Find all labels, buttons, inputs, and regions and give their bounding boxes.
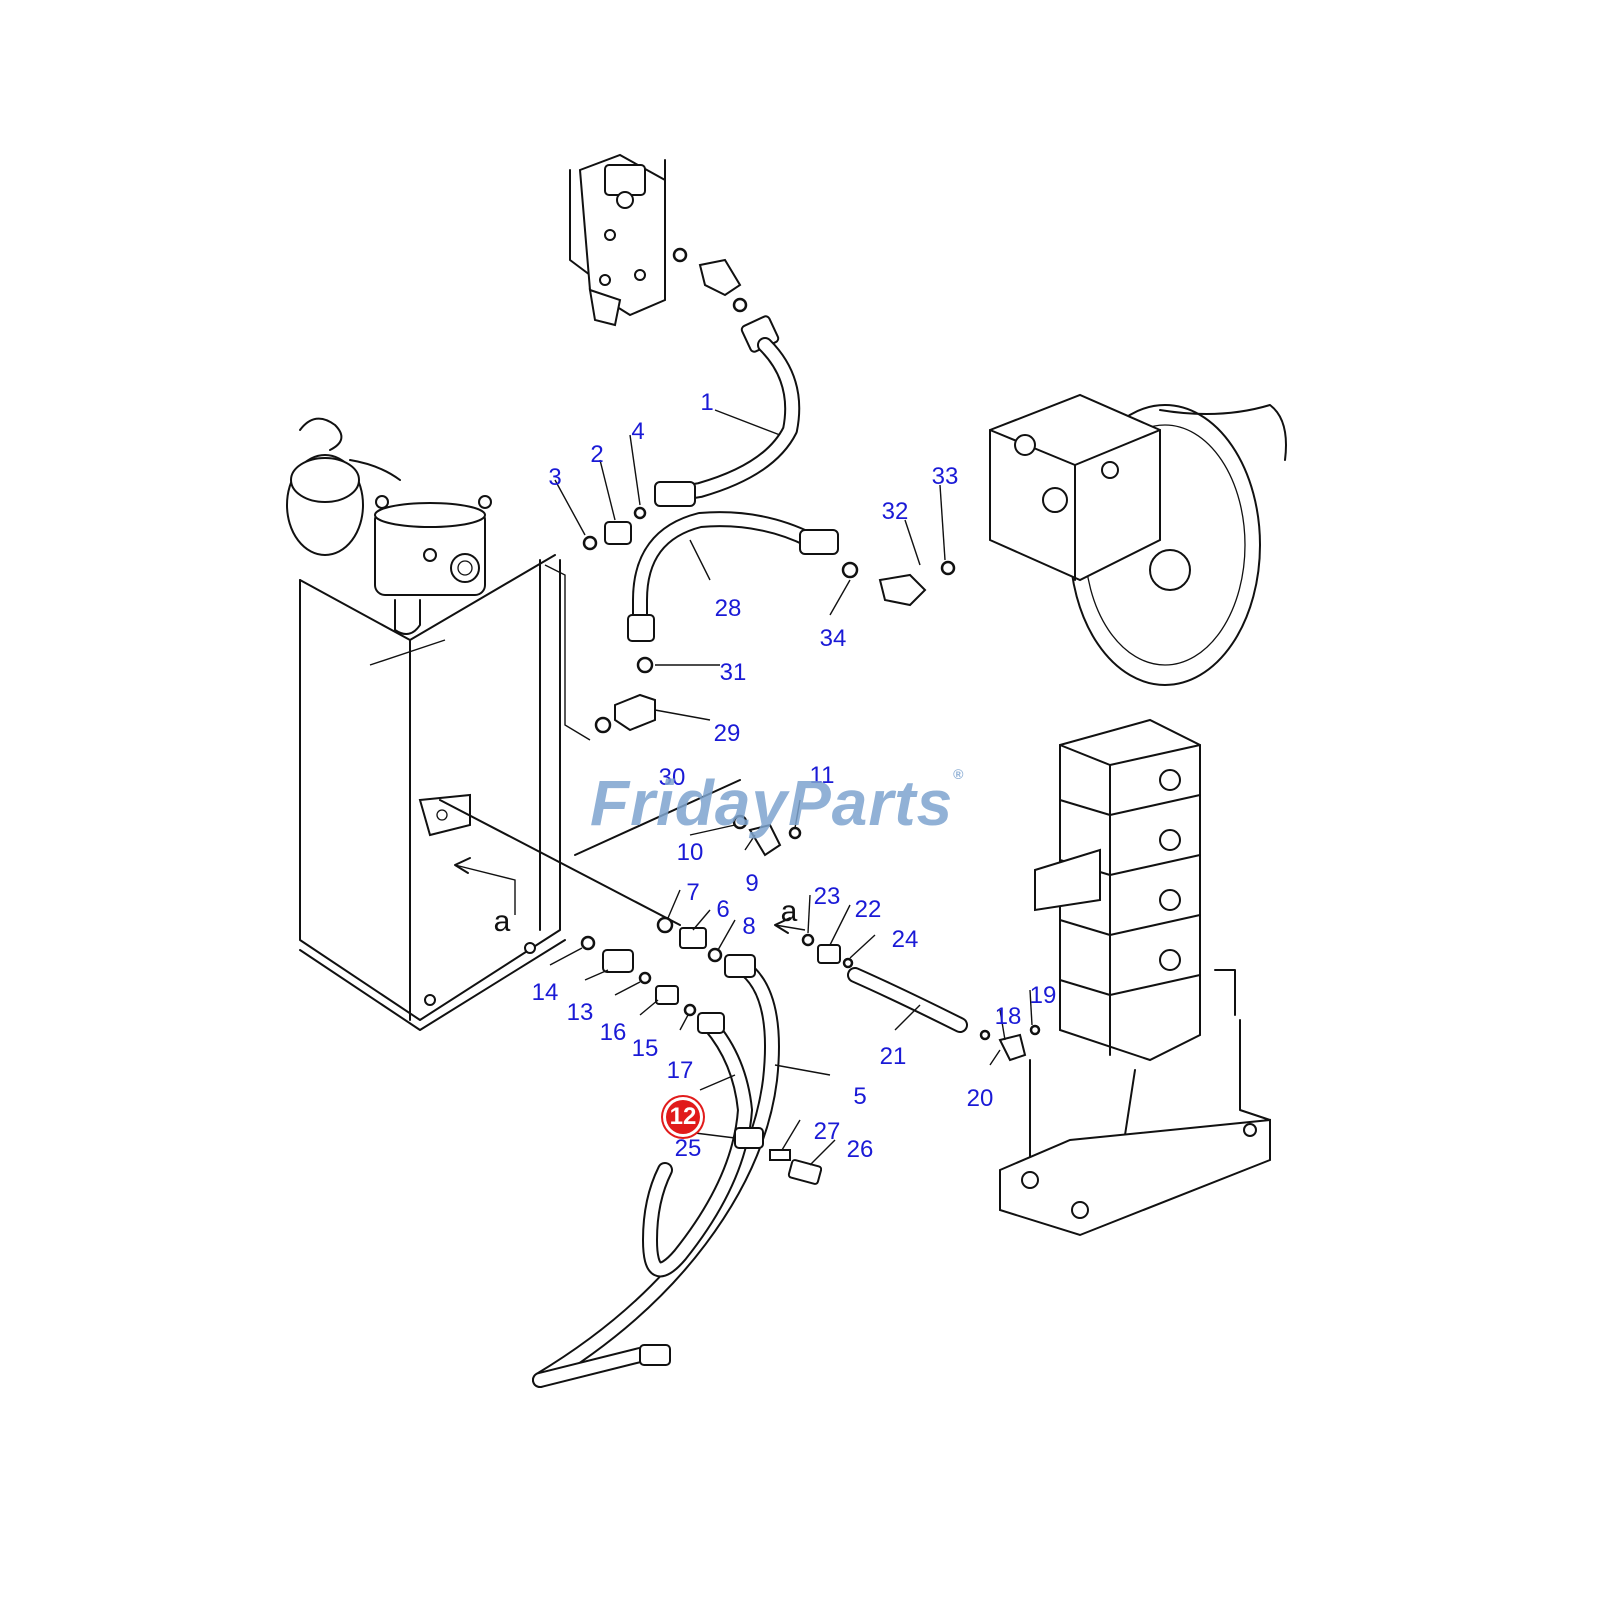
- registered-mark: ®: [953, 766, 965, 782]
- callout-5: 5: [853, 1083, 867, 1110]
- callout-8: 8: [742, 913, 756, 940]
- callout-18: 18: [994, 1003, 1022, 1030]
- view-marker-a-right: a: [780, 895, 798, 928]
- callout-9: 9: [745, 870, 759, 897]
- hydraulic-tank: [286, 417, 566, 1031]
- leader-lines: [369, 409, 1033, 1166]
- fittings-middle: [439, 779, 802, 1017]
- callout-7: 7: [686, 879, 700, 906]
- callout-3: 3: [548, 464, 562, 491]
- callout-34: 34: [819, 625, 847, 652]
- callout-24: 24: [891, 926, 919, 953]
- fittings-upper: [544, 506, 956, 741]
- hose-12: [532, 1012, 753, 1388]
- callout-2: 2: [590, 441, 604, 468]
- callout-13: 13: [566, 999, 594, 1026]
- callout-29: 29: [713, 720, 741, 747]
- callout-19: 19: [1029, 982, 1057, 1009]
- callout-6: 6: [716, 896, 730, 923]
- callout-11: 11: [809, 762, 835, 789]
- control-valve: [999, 718, 1271, 1237]
- upper-valve-block: [569, 153, 780, 353]
- callout-10: 10: [676, 839, 704, 866]
- callout-14: 14: [531, 979, 559, 1006]
- callout-21: 21: [879, 1043, 907, 1070]
- callout-15: 15: [631, 1035, 659, 1062]
- callout-26: 26: [846, 1136, 874, 1163]
- view-marker-a-left: a: [493, 905, 511, 938]
- callout-4: 4: [631, 418, 645, 445]
- callout-1: 1: [700, 389, 714, 416]
- watermark-logo: FridayParts®: [590, 766, 964, 840]
- hose-1: [654, 337, 801, 507]
- callout-33: 33: [931, 463, 959, 490]
- callout-16: 16: [599, 1019, 627, 1046]
- callout-23: 23: [813, 883, 841, 910]
- callout-31: 31: [719, 659, 747, 686]
- main-pump: [989, 393, 1287, 686]
- callout-25: 25: [674, 1135, 702, 1162]
- callout-20: 20: [966, 1085, 994, 1112]
- clamp-assembly: [694, 1127, 823, 1185]
- callout-30: 30: [658, 764, 686, 791]
- callout-27: 27: [813, 1118, 841, 1145]
- callout-17: 17: [666, 1057, 694, 1084]
- hose-5: [532, 954, 780, 1388]
- callout-22: 22: [854, 896, 882, 923]
- callout-32: 32: [881, 498, 909, 525]
- hose-28: [627, 511, 839, 642]
- callout-28: 28: [714, 595, 742, 622]
- pipe-21: [801, 933, 1041, 1062]
- watermark-text: FridayParts: [590, 767, 954, 839]
- callout-12-highlighted: 12: [666, 1100, 700, 1134]
